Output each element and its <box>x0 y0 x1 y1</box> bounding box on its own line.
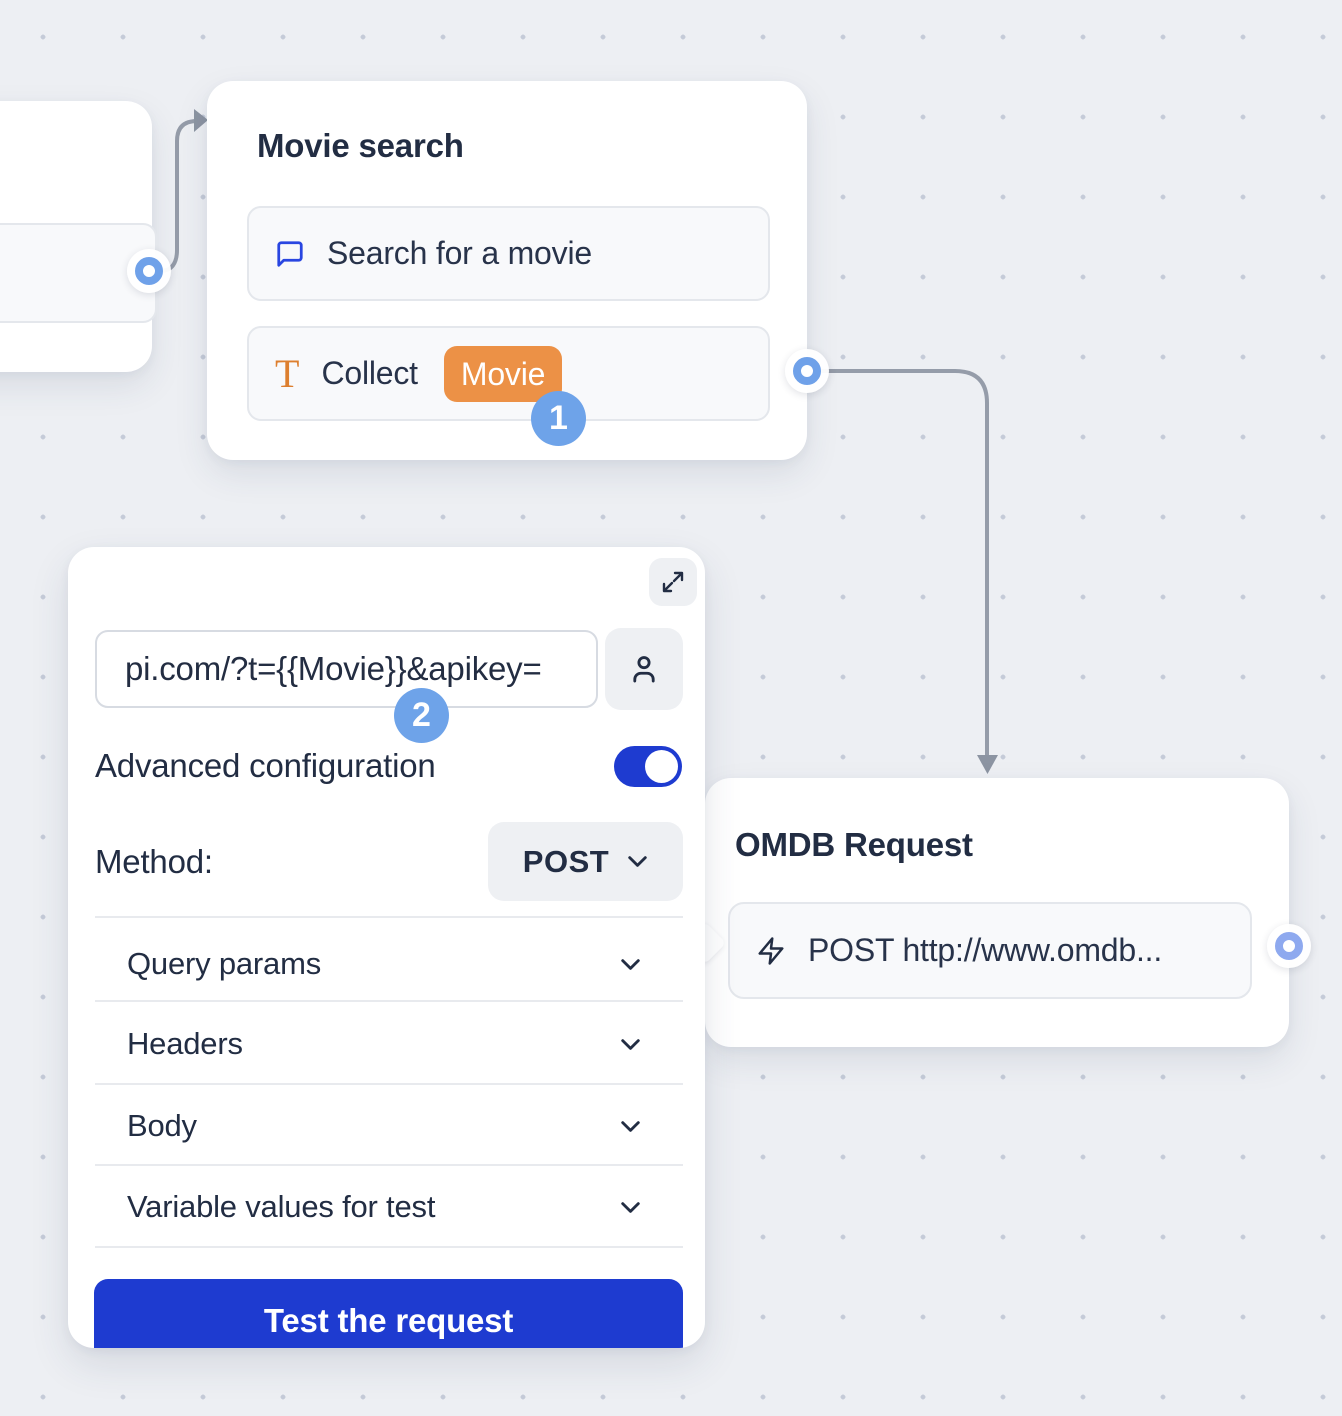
section-label: Variable values for test <box>127 1189 436 1224</box>
test-request-button[interactable]: Test the request <box>94 1279 683 1348</box>
connector-previous-to-movie <box>158 119 201 273</box>
variable-chip: Movie <box>443 345 563 402</box>
section-label: Body <box>127 1108 197 1143</box>
step-badge-1: 1 <box>531 391 586 446</box>
node-title: Movie search <box>257 127 464 164</box>
section-label: Query params <box>127 946 321 981</box>
webhook-config-panel: Advanced configuration Method: POST Quer… <box>68 547 705 1348</box>
chevron-down-icon <box>621 1038 640 1050</box>
collect-block-row[interactable]: T Collect Movie <box>247 326 770 421</box>
section-label: Headers <box>127 1026 243 1061</box>
movie-search-node[interactable]: Movie search Search for a movie T Collec… <box>207 81 807 460</box>
collect-block-label: Collect <box>321 355 418 391</box>
divider <box>95 916 683 918</box>
section-body[interactable]: Body <box>95 1087 683 1165</box>
expand-button[interactable] <box>649 558 697 606</box>
divider <box>95 1246 683 1248</box>
personal-data-button[interactable] <box>605 628 683 710</box>
divider <box>95 1000 683 1002</box>
message-square-icon <box>277 240 303 267</box>
chevron-down-icon <box>621 1120 640 1132</box>
text-icon: T <box>275 350 300 396</box>
previous-node-card[interactable] <box>0 101 157 372</box>
method-value: POST <box>522 843 610 879</box>
user-icon <box>633 656 655 683</box>
port-ring-icon <box>135 257 163 285</box>
node-title: OMDB Request <box>735 826 973 863</box>
chevron-down-icon <box>628 856 647 867</box>
output-port-previous-node[interactable] <box>127 249 171 293</box>
advanced-configuration-label: Advanced configuration <box>95 747 436 784</box>
chevron-down-icon <box>621 1201 640 1213</box>
section-headers[interactable]: Headers <box>95 1005 683 1083</box>
step-badge-2: 2 <box>394 688 449 743</box>
divider <box>95 1164 683 1166</box>
divider <box>95 1083 683 1085</box>
output-port-omdb[interactable] <box>1267 924 1311 968</box>
omdb-request-node[interactable]: OMDB Request POST http://www.omdb... <box>705 778 1289 1047</box>
connector-arrowhead-down <box>977 755 998 774</box>
question-block-label: Search for a movie <box>327 235 592 271</box>
section-variable-values[interactable]: Variable values for test <box>95 1168 683 1246</box>
port-ring-icon <box>1275 932 1303 960</box>
zap-icon <box>758 936 784 965</box>
chevron-down-icon <box>621 958 640 970</box>
question-block-row[interactable]: Search for a movie <box>247 206 770 301</box>
webhook-block-row[interactable]: POST http://www.omdb... <box>728 902 1252 999</box>
connector-movie-to-omdb <box>818 369 989 758</box>
advanced-configuration-toggle[interactable] <box>614 746 682 787</box>
toggle-knob <box>645 750 678 783</box>
section-query-params[interactable]: Query params <box>95 925 683 1003</box>
expand-icon <box>662 571 684 593</box>
port-ring-icon <box>793 357 821 385</box>
output-port-movie-search[interactable] <box>785 349 829 393</box>
method-dropdown[interactable]: POST <box>488 822 683 901</box>
connector-arrowhead-right <box>194 109 208 132</box>
webhook-block-label: POST http://www.omdb... <box>808 932 1163 968</box>
method-label: Method: <box>95 843 213 880</box>
url-input[interactable] <box>95 630 598 708</box>
